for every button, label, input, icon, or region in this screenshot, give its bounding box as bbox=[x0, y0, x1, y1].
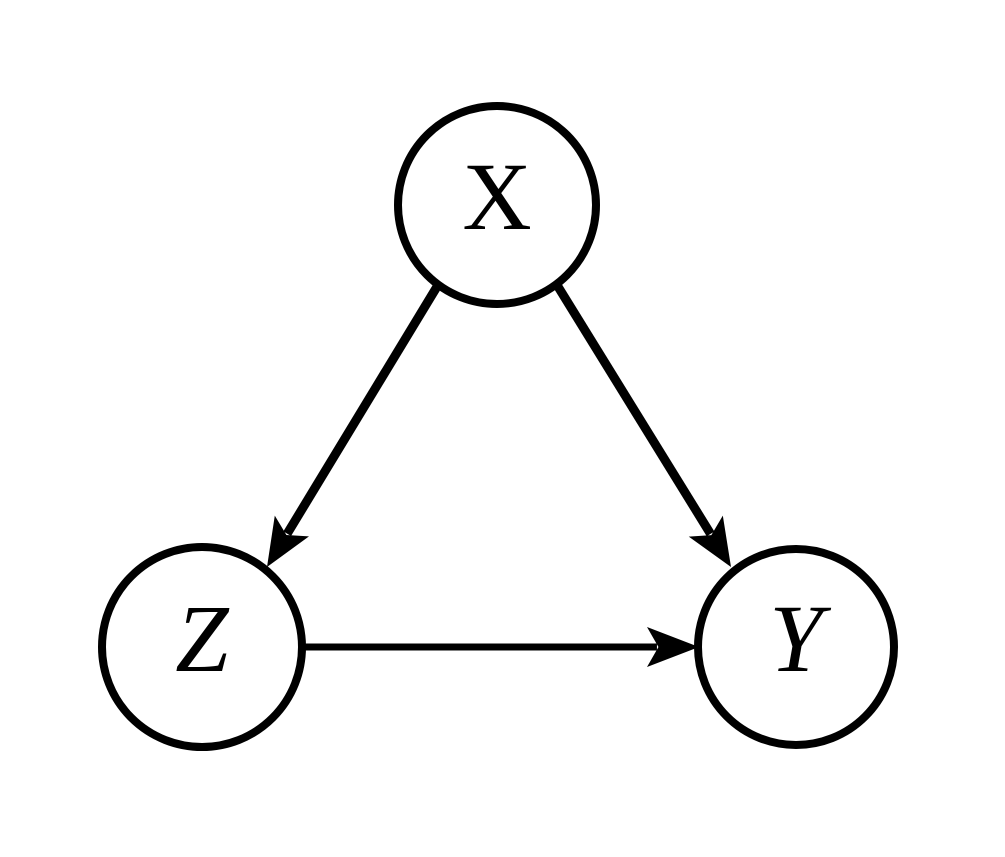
node-y-label: Y bbox=[769, 585, 831, 692]
node-y-circle bbox=[694, 545, 898, 749]
node-x-circle bbox=[394, 102, 600, 308]
edge-x-to-y[interactable] bbox=[553, 282, 731, 567]
node-z[interactable]: Z bbox=[98, 543, 306, 751]
edge-layer bbox=[267, 282, 731, 667]
edge-x-to-z[interactable] bbox=[267, 282, 442, 567]
node-y[interactable]: Y bbox=[694, 545, 898, 749]
node-z-label: Z bbox=[175, 585, 230, 692]
edge-x-to-z-shaft bbox=[283, 282, 442, 537]
node-x[interactable]: X bbox=[394, 102, 600, 308]
edge-z-to-y-arrowhead bbox=[647, 627, 699, 667]
edge-x-to-z-arrowhead bbox=[267, 515, 309, 567]
edge-x-to-y-arrowhead bbox=[688, 515, 731, 567]
node-x-label: X bbox=[462, 143, 531, 250]
edge-x-to-y-shaft bbox=[553, 282, 715, 537]
edge-z-to-y[interactable] bbox=[302, 627, 699, 667]
node-z-circle bbox=[98, 543, 306, 751]
node-layer: X Z Y bbox=[98, 102, 898, 751]
